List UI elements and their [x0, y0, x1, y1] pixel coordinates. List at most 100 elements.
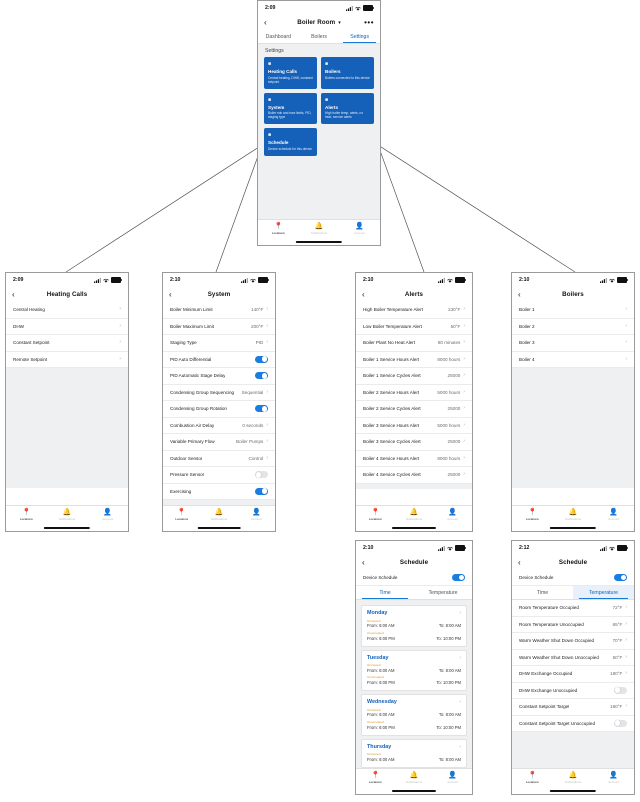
- row-toggle[interactable]: [255, 471, 268, 479]
- tab-temperature[interactable]: Temperature: [573, 586, 634, 600]
- back-icon[interactable]: ‹: [518, 557, 521, 567]
- list-item[interactable]: Pressure Sensor: [163, 467, 275, 484]
- list-item[interactable]: Central Heating›: [6, 302, 128, 319]
- bottom-tab-notifications[interactable]: 🔔Notifications: [553, 509, 594, 521]
- bottom-tab-notifications[interactable]: 🔔Notifications: [553, 772, 594, 784]
- bottom-tab-notifications[interactable]: 🔔 Notifications: [299, 223, 340, 235]
- bottom-tab-locations[interactable]: 📍Locations: [6, 509, 47, 521]
- list-item[interactable]: Boiler 1›: [512, 302, 634, 319]
- row-label: Outdoor Sensor: [170, 455, 203, 461]
- list-item[interactable]: Boiler 2›: [512, 319, 634, 335]
- device-schedule-toggle[interactable]: [614, 574, 627, 581]
- bottom-tab-account[interactable]: 👤Account: [238, 509, 275, 521]
- row-toggle[interactable]: [614, 719, 627, 727]
- tab-time[interactable]: Time: [536, 589, 549, 596]
- back-icon[interactable]: ‹: [264, 17, 267, 27]
- row-toggle[interactable]: [255, 372, 268, 380]
- bottom-tab-locations[interactable]: 📍Locations: [512, 772, 553, 784]
- bottom-tab-notifications[interactable]: 🔔Notifications: [395, 509, 434, 521]
- list-item[interactable]: DHW Exchange Unoccupied: [512, 683, 634, 699]
- list-item[interactable]: Boiler 3›: [512, 335, 634, 352]
- tab-time[interactable]: Time: [356, 586, 414, 600]
- back-icon[interactable]: ‹: [169, 289, 172, 299]
- tile-boilers[interactable]: ■ Boilers Boilers connected to this devi…: [321, 57, 374, 89]
- bottom-tab-account[interactable]: 👤Account: [433, 772, 472, 784]
- bottom-tab-account[interactable]: 👤Account: [433, 509, 472, 521]
- tile-alerts[interactable]: ■ Alerts High boiler temp, alerts, no he…: [321, 92, 374, 124]
- tab-settings[interactable]: Settings: [339, 30, 380, 44]
- row-toggle[interactable]: [255, 487, 268, 495]
- tile-schedule[interactable]: ■ Schedule Device schedule for this devi…: [264, 128, 317, 156]
- list-item[interactable]: Remote Setpoint›: [6, 352, 128, 368]
- device-schedule-row[interactable]: Device Schedule: [512, 570, 634, 586]
- back-icon[interactable]: ‹: [518, 289, 521, 299]
- more-icon[interactable]: •••: [364, 17, 374, 27]
- tile-system[interactable]: ■ System Boiler min and max limits, PID,…: [264, 92, 317, 124]
- tab-boilers[interactable]: Boilers: [311, 33, 327, 40]
- bottom-tab-account[interactable]: 👤 Account: [339, 223, 380, 235]
- bottom-tab-account[interactable]: 👤Account: [593, 772, 634, 784]
- back-icon[interactable]: ‹: [362, 289, 365, 299]
- chevron-down-icon[interactable]: ▾: [338, 19, 341, 26]
- bottom-tab-locations[interactable]: 📍Locations: [512, 509, 553, 521]
- location-pin-icon: 📍: [370, 509, 380, 516]
- row-label: Boiler 3 Service Hours Alert: [363, 422, 420, 428]
- bottom-tab-notifications[interactable]: 🔔Notifications: [47, 509, 88, 521]
- bottom-tab-account[interactable]: 👤Account: [593, 509, 634, 521]
- list-item[interactable]: Constant Setpoint›: [6, 335, 128, 352]
- tab-temperature[interactable]: Temperature: [428, 589, 458, 596]
- list-item[interactable]: Boiler 4›: [512, 352, 634, 368]
- bottom-tab-notifications[interactable]: 🔔Notifications: [200, 509, 237, 521]
- back-icon[interactable]: ‹: [12, 289, 15, 299]
- row-toggle[interactable]: [255, 355, 268, 363]
- list-item[interactable]: Constant Setpoint Target Unoccupied: [512, 716, 634, 732]
- tab-dashboard[interactable]: Dashboard: [265, 33, 292, 40]
- list-item[interactable]: PID Automatic Stage Delay: [163, 368, 275, 385]
- list-item[interactable]: PID Auto Differential: [163, 352, 275, 368]
- list-item[interactable]: Exercising: [163, 484, 275, 500]
- list-item[interactable]: DHW›: [6, 319, 128, 335]
- row-toggle[interactable]: [255, 405, 268, 413]
- bottom-tab-locations[interactable]: 📍Locations: [163, 509, 200, 521]
- bottom-tab-locations[interactable]: 📍Locations: [356, 772, 395, 784]
- row-toggle[interactable]: [614, 686, 627, 694]
- bottom-tab-account[interactable]: 👤Account: [87, 509, 128, 521]
- bottom-tab-locations[interactable]: 📍Locations: [356, 509, 395, 521]
- bottom-tab-locations[interactable]: 📍 Locations: [258, 223, 299, 235]
- list-item[interactable]: Condensing Group Rotation: [163, 401, 275, 418]
- device-schedule-row[interactable]: Device Schedule: [356, 570, 472, 586]
- device-schedule-toggle[interactable]: [452, 574, 465, 581]
- row-label: Boiler Maximum Limit: [170, 323, 214, 329]
- back-icon[interactable]: ‹: [362, 557, 365, 567]
- tile-heating-calls[interactable]: ■ Heating Calls Central heating, DHW, co…: [264, 57, 317, 89]
- bottom-tab-notifications[interactable]: 🔔Notifications: [395, 772, 434, 784]
